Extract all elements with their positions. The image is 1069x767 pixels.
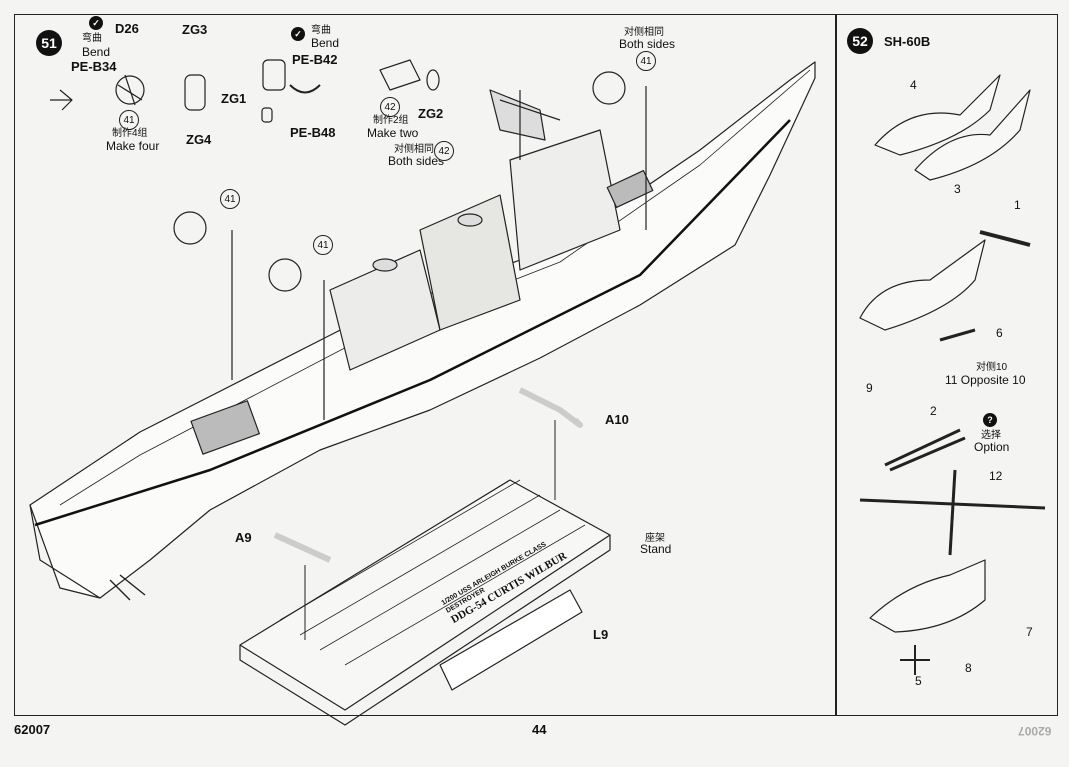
page-number: 44 (532, 722, 547, 737)
heli-part-1-label: 1 (1014, 198, 1021, 212)
both-sides-zh-label-2: 对侧相同 (394, 144, 434, 155)
make-four-en-label: Make four (106, 139, 160, 153)
part-zg4-label: ZG4 (186, 132, 212, 147)
display-stand-drawing (239, 479, 611, 726)
option-zh-label: 选择 (981, 430, 1001, 441)
option-en-label: Option (974, 440, 1010, 454)
make-two-zh-label: 制作2组 (373, 115, 409, 126)
page-frame (14, 14, 1058, 716)
ref-41-circle-c: 41 (220, 189, 240, 209)
both-sides-en-label-1: Both sides (619, 37, 676, 51)
heli-part-9-label: 9 (866, 381, 873, 395)
both-sides-en-label-2: Both sides (388, 154, 445, 168)
part-pe-b48-label: PE-B48 (290, 125, 336, 140)
bend-zh-label: 弯曲 (82, 33, 102, 44)
heli-part-12-label: 12 (989, 469, 1003, 483)
part-l9-label: L9 (593, 627, 609, 642)
heli-part-8-label: 8 (965, 661, 972, 675)
part-d26-label: D26 (115, 21, 139, 36)
step-52-badge: 52 (847, 28, 873, 54)
helicopter-drawings (859, 74, 1046, 675)
part-zg2-label: ZG2 (418, 106, 444, 121)
ref-41-circle: 41 (119, 110, 139, 130)
ref-42-circle-b: 42 (434, 141, 454, 161)
make-four-zh-label: 制作4组 (112, 128, 148, 139)
part-zg3-label: ZG3 (182, 22, 208, 37)
part-a9-label: A9 (235, 530, 252, 545)
bend-icon-2: ✓ (291, 27, 305, 41)
heli-part-3-label: 3 (954, 182, 961, 196)
make-two-en-label: Make two (367, 126, 419, 140)
part-pe-b34-label: PE-B34 (71, 59, 117, 74)
bend-icon: ✓ (89, 16, 103, 30)
heli-part-11-label: 11 Opposite 10 (945, 373, 1026, 387)
name-plaque-drawing (439, 589, 583, 691)
stand-en-label: Stand (640, 542, 672, 556)
part-zg1-label: ZG1 (221, 91, 247, 106)
bend-zh-label-2: 弯曲 (311, 25, 331, 36)
stand-zh-label: 座架 (645, 533, 665, 544)
heli-part-6-label: 6 (996, 326, 1003, 340)
heli-part-7-label: 7 (1026, 625, 1033, 639)
part-a10-label: A10 (605, 412, 629, 427)
catalog-number: 62007 (14, 722, 51, 737)
bend-en-label: Bend (82, 45, 111, 59)
part-pe-b42-label: PE-B42 (292, 52, 338, 67)
ref-41-circle-d: 41 (313, 235, 333, 255)
option-icon: ? (983, 413, 997, 427)
ref-41-circle-b: 41 (636, 51, 656, 71)
bend-en-label-2: Bend (311, 36, 340, 50)
heli-part-5-label: 5 (915, 674, 922, 688)
heli-part-2-label: 2 (930, 404, 937, 418)
opposite-zh-label: 对侧10 (976, 362, 1008, 373)
both-sides-zh-label-1: 对侧相同 (624, 27, 664, 38)
step-51-badge: 51 (36, 30, 62, 56)
destroyer-hull-drawing (29, 61, 816, 601)
heli-part-4-label: 4 (910, 78, 917, 92)
panel-divider (835, 14, 837, 716)
corner-mark: 62007 (1018, 724, 1052, 738)
step-52-title: SH-60B (884, 34, 931, 49)
ref-42-circle: 42 (380, 97, 400, 117)
